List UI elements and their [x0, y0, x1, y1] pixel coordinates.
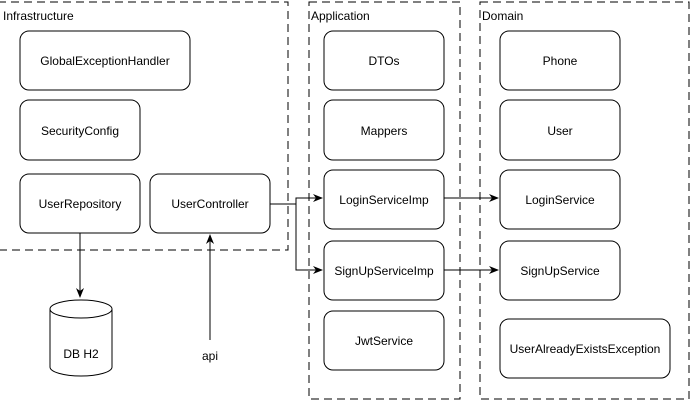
phone-box: Phone [499, 30, 621, 91]
database-cylinder: DB H2 [49, 299, 113, 377]
user-repository-label: UserRepository [39, 197, 122, 211]
signup-service-imp-label: SignUpServiceImp [334, 264, 434, 278]
jwt-service-label: JwtService [355, 334, 413, 348]
dtos-label: DTOs [368, 54, 399, 68]
user-controller-label: UserController [171, 197, 248, 211]
connectors [76, 194, 499, 340]
dtos-box: DTOs [323, 30, 445, 91]
jwt-service-box: JwtService [323, 310, 445, 371]
global-exception-handler-box: GlobalExceptionHandler [19, 30, 191, 91]
user-already-exists-exception-box: UserAlreadyExistsException [499, 318, 671, 379]
application-group-label: Application [311, 9, 370, 23]
user-repository-box: UserRepository [19, 173, 141, 234]
login-service-imp-box: LoginServiceImp [323, 169, 445, 230]
user-already-exists-exception-label: UserAlreadyExistsException [510, 342, 661, 356]
controller-to-login-imp-arrow [270, 194, 323, 205]
phone-label: Phone [543, 54, 578, 68]
user-box: User [499, 99, 621, 161]
signup-service-label: SignUpService [520, 264, 600, 278]
infrastructure-group-label: Infrastructure [3, 9, 74, 23]
controller-to-signup-imp-arrow [295, 204, 323, 274]
login-service-label: LoginService [525, 193, 595, 207]
security-config-label: SecurityConfig [41, 124, 119, 138]
mappers-box: Mappers [323, 99, 445, 161]
database-label: DB H2 [63, 347, 99, 361]
mappers-label: Mappers [361, 124, 408, 138]
infrastructure-group: Infrastructure [0, 1, 289, 251]
user-controller-box: UserController [149, 173, 271, 234]
global-exception-handler-label: GlobalExceptionHandler [40, 54, 169, 68]
security-config-box: SecurityConfig [19, 99, 141, 161]
domain-group-label: Domain [482, 9, 523, 23]
api-label: api [202, 349, 218, 363]
login-service-box: LoginService [499, 169, 621, 230]
user-label: User [547, 124, 572, 138]
domain-group: Domain [479, 1, 690, 400]
signup-service-box: SignUpService [499, 240, 621, 301]
signup-service-imp-box: SignUpServiceImp [323, 240, 445, 301]
application-group: Application [308, 1, 461, 400]
login-service-imp-label: LoginServiceImp [339, 193, 429, 207]
